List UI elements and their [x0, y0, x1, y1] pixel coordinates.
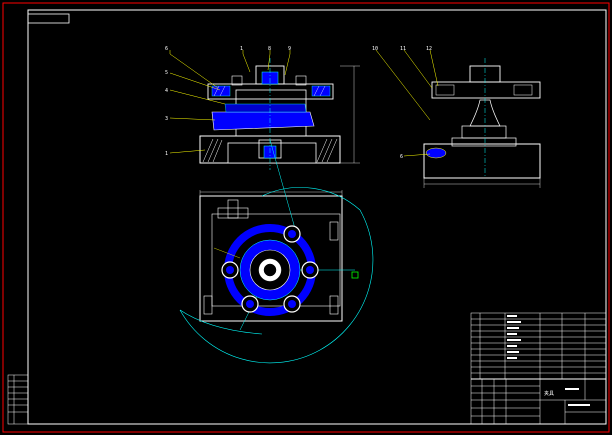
callout-label: 8	[268, 46, 271, 52]
binding-strip	[7, 374, 29, 425]
top-view	[179, 139, 374, 364]
callout-label: 3	[165, 116, 168, 122]
side-base-plate	[423, 143, 541, 179]
base-hatching	[202, 138, 338, 163]
callout-label: 6	[165, 46, 168, 52]
front-leaders	[169, 50, 291, 154]
callout-label: 1	[240, 46, 243, 52]
workpiece-stations	[221, 225, 319, 313]
title-block	[470, 312, 607, 425]
callout-label: 4	[165, 88, 168, 94]
indexing-plate	[211, 111, 315, 131]
callout-label: 11	[400, 46, 406, 52]
side-view: 10 11 12 6	[372, 46, 541, 188]
title-block-text-marks	[507, 315, 590, 406]
callout-label: 6	[400, 154, 403, 160]
side-column	[469, 99, 501, 127]
side-locating-pin	[425, 147, 447, 159]
inner-drawing-frame	[27, 9, 607, 425]
drawing-number-box	[27, 13, 70, 24]
callout-label: 10	[372, 46, 378, 52]
accent-marker	[351, 271, 359, 279]
title-cell: 夹具	[544, 390, 554, 397]
callout-label: 1	[165, 151, 168, 157]
top-base-plate	[199, 195, 343, 322]
side-clamp-plate	[431, 81, 541, 99]
swing-arc	[179, 187, 374, 364]
front-view: 6 1 8 9 5 4 3 1	[165, 46, 360, 170]
side-leaders	[375, 49, 439, 157]
callout-label: 12	[426, 46, 432, 52]
height-dimension	[340, 65, 360, 164]
callout-label: 5	[165, 70, 168, 76]
callout-label: 9	[288, 46, 291, 52]
